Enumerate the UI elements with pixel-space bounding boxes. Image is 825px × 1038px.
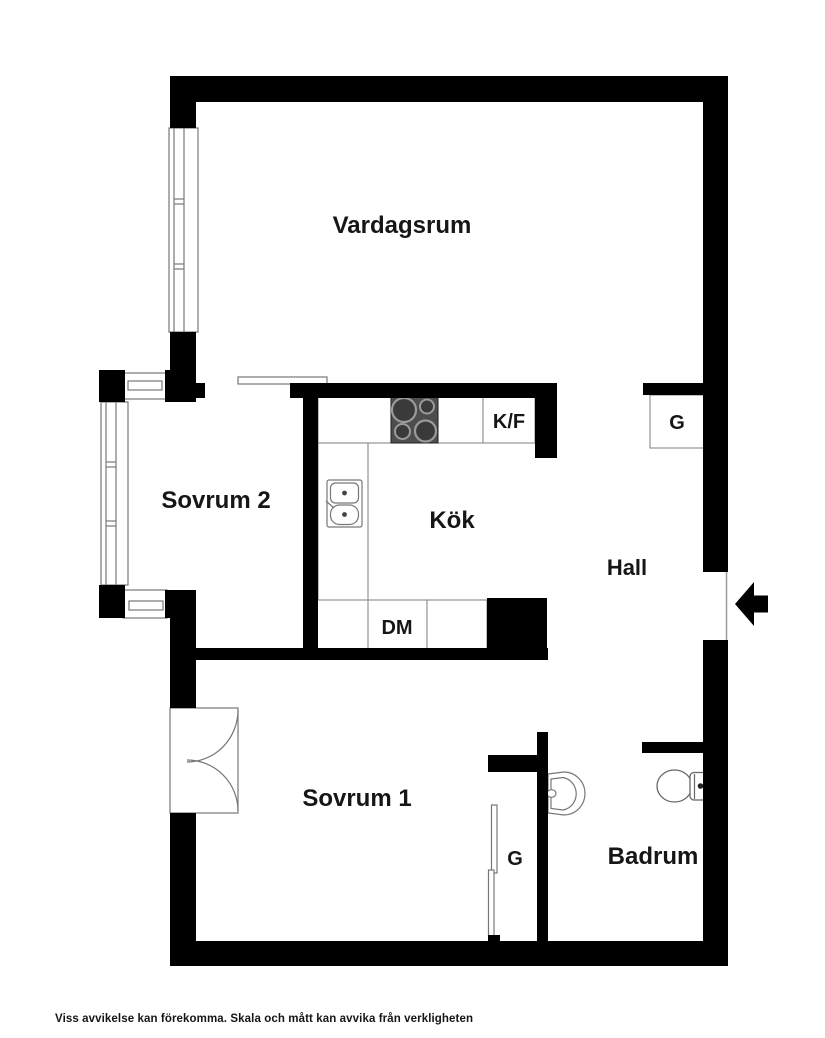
walls [99,76,728,966]
hall-wardrobe-box [649,394,709,449]
bathroom-sink-icon [546,771,586,816]
wall-bottom [170,941,728,966]
wall-badrum-west [537,732,548,941]
room-label-vardagsrum: Vardagsrum [333,212,472,239]
disclaimer-text: Viss avvikelse kan förekomma. Skala och … [55,1013,474,1025]
sovrum2-bay-top-window [122,372,167,400]
wall-bay-sw [99,585,125,618]
sovrum2-bay-bottom-window [122,589,168,619]
wall-west-sovrum1-lower [170,813,196,941]
wall-west-vardagsrum-upper [170,76,196,128]
wall-right-lower [703,640,728,966]
wall-kf-stub [535,395,557,458]
wall-closet-top-stub [488,755,537,772]
sovrum2-bay-left-window [100,401,129,586]
wall-hall-wardrobe-top [643,383,708,395]
toilet-icon [656,769,708,803]
stove-icon [390,394,439,444]
vardagsrum-west-window [168,127,199,333]
room-label-hall: Hall [607,555,647,580]
wall-sovrum1-top [170,648,548,660]
kitchen-sink-icon [325,479,363,528]
sovrum2-sliding-door-icon [237,376,328,385]
wall-right-upper [703,76,728,572]
wall-bay-nw [99,370,125,402]
room-label-kok: Kök [429,507,475,534]
entrance-arrow-icon [735,582,768,626]
fixture-label-dishwasher: DM [381,617,412,639]
wall-badrum-top [642,742,708,753]
sovrum1-sliding-door-icon [487,804,498,937]
fixture-label-wardrobe-hall: G [669,412,685,434]
room-label-sovrum1: Sovrum 1 [302,785,411,812]
room-label-badrum: Badrum [608,843,699,870]
fixture-label-wardrobe-sovrum1: G [507,848,523,870]
french-door-icon [169,706,239,815]
fixture-label-fridge-freezer: K/F [493,411,525,433]
wall-kitchen-divider [303,395,318,650]
wall-top [170,76,728,102]
wall-kitchen-top [290,383,557,398]
wall-bay-n-stub [165,370,196,402]
room-label-sovrum2: Sovrum 2 [161,487,270,514]
